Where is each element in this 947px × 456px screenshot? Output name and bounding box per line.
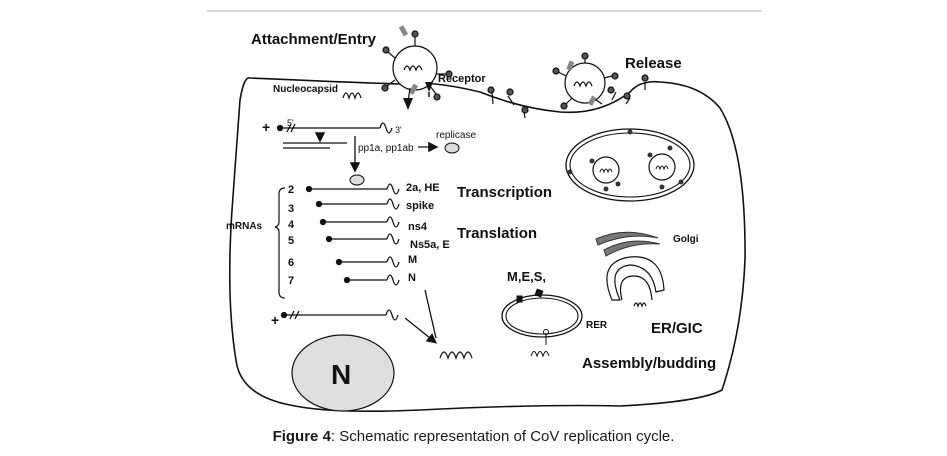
entering-virion-icon	[381, 25, 453, 110]
ergic-icon	[606, 256, 665, 308]
mrna-product: spike	[406, 200, 434, 212]
replicase-complex-icon	[349, 174, 365, 186]
caption-label: Figure 4	[272, 428, 331, 445]
top-divider	[207, 10, 762, 12]
mrna-lines	[305, 183, 438, 344]
mrna-product: Ns5a, E	[410, 239, 450, 251]
genomic-rna-strand	[276, 122, 439, 173]
label-rer: RER	[586, 320, 608, 331]
label-receptor: Receptor	[438, 73, 486, 85]
label-golgi: Golgi	[673, 234, 699, 245]
label-replicase: replicase	[436, 130, 476, 141]
mrna-product: N	[408, 272, 416, 284]
cell-membrane	[228, 77, 746, 413]
mrna-number: 2	[288, 184, 294, 196]
label-mes: M,E,S,	[507, 269, 546, 284]
mrna-number: 6	[288, 257, 294, 269]
mrna-product: ns4	[408, 221, 428, 233]
label-five-prime: 5'	[287, 118, 294, 128]
caption-text: : Schematic representation of CoV replic…	[330, 428, 675, 445]
label-plus-bottom: +	[271, 312, 279, 328]
nucleocapsid-icon	[342, 92, 362, 101]
progeny-genome-strand	[280, 309, 399, 321]
label-three-prime: 3'	[395, 125, 402, 135]
label-mrnas: mRNAs	[226, 221, 263, 232]
golgi-icon	[595, 231, 661, 257]
label-nucleus: N	[331, 359, 351, 390]
replicase-icon	[444, 142, 460, 154]
membrane-spikes-icon	[487, 74, 649, 119]
nucleocapsid-coil-icon	[530, 350, 550, 358]
nucleocapsid-coil-icon	[439, 351, 473, 360]
label-attachment: Attachment/Entry	[251, 31, 377, 48]
mrna-number: 4	[288, 219, 295, 231]
mrna-product: 2a, HE	[406, 182, 440, 194]
releasing-virion-icon	[552, 52, 619, 110]
label-nucleocapsid: Nucleocapsid	[273, 84, 338, 95]
figure-caption: Figure 4: Schematic representation of Co…	[0, 428, 947, 445]
label-ergic: ER/GIC	[651, 320, 703, 337]
mrna-number: 7	[288, 275, 294, 287]
label-release: Release	[625, 55, 682, 72]
label-pp: pp1a, pp1ab	[358, 143, 414, 154]
mrna-number: 5	[288, 235, 294, 247]
label-translation: Translation	[457, 225, 537, 242]
label-plus-top: +	[262, 119, 270, 135]
mrna-product: M	[408, 254, 417, 266]
label-transcription: Transcription	[457, 184, 552, 201]
mrna-number: 3	[288, 203, 294, 215]
receptor-icon	[425, 82, 433, 97]
mrna-bracket	[274, 187, 286, 299]
vesicle-icon	[565, 128, 695, 202]
rer-icon	[501, 288, 583, 345]
label-assembly: Assembly/budding	[582, 355, 716, 372]
nucleus-icon	[291, 334, 395, 412]
